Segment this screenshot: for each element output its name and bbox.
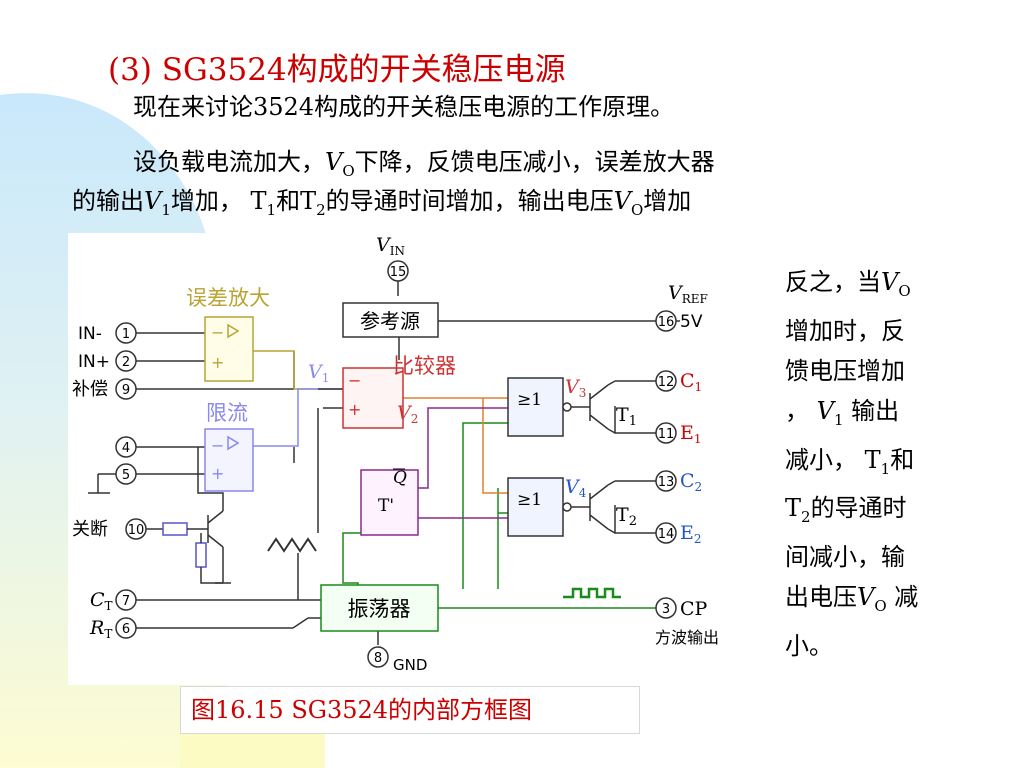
error-amp-label: 误差放大 (186, 286, 270, 310)
flipflop-q: Q (393, 468, 407, 488)
limit-amp-minus: − (211, 436, 224, 455)
pin-15: 15 (390, 265, 407, 280)
cp-description: 方波输出 (655, 628, 719, 647)
comparator-block: − + 比较器 (342, 354, 456, 429)
right-line-7: 间减小，输 (785, 543, 905, 572)
reference-source-block: 参考源 (342, 302, 439, 338)
cp-label: CP (680, 598, 708, 620)
e1-label: E1 (680, 422, 702, 446)
right-line-4: ， V1 输出 (785, 396, 900, 429)
e2-label: E2 (680, 522, 702, 546)
gnd-label: GND (393, 656, 427, 674)
right-line-5: 减小， T1和 (785, 445, 915, 478)
vref-value: 5V (680, 312, 703, 332)
flipflop-t: T' (378, 496, 394, 516)
t2-label: T2 (616, 504, 637, 529)
pin-16: 16 (658, 315, 675, 330)
pin-11: 11 (658, 427, 675, 442)
limit-label: 限流 (206, 401, 248, 425)
right-line-9: 小。 (785, 631, 833, 660)
pin-2: 2 (122, 355, 130, 370)
pin-9: 9 (122, 383, 130, 398)
pin-10: 10 (128, 523, 145, 538)
current-limit-block: − + 限流 (204, 401, 254, 492)
nor-gate-2: ≥1 (507, 477, 572, 537)
c1-label: C1 (680, 370, 702, 394)
right-line-3: 馈电压增加 (785, 356, 905, 385)
c2-label: C2 (680, 470, 702, 494)
error-amp-plus: + (211, 353, 224, 372)
pin-1: 1 (122, 327, 130, 342)
oscillator-output-wires (342, 422, 656, 609)
nor-gate-1: ≥1 (507, 377, 572, 437)
v3-label: V3 (565, 376, 586, 400)
analysis-paragraph-line1: 设负载电流加大，VO下降，反馈电压减小，误差放大器 (133, 148, 715, 180)
error-amplifier-block: − + 误差放大 (186, 286, 270, 382)
rt-label: RT (89, 617, 112, 641)
comparator-output-wires (403, 397, 508, 494)
limit-amp-plus: + (211, 464, 224, 483)
right-line-1: 反之，当VO (785, 268, 911, 300)
slide-title: (3) SG3524构成的开关稳压电源 (108, 52, 566, 88)
pin-numbers: 15 16 1 2 9 4 5 10 7 6 8 12 11 13 14 3 (122, 265, 674, 666)
in-plus-label: IN+ (78, 352, 110, 372)
pin-6: 6 (122, 622, 130, 637)
t1-label: T1 (616, 404, 637, 429)
right-line-2: 增加时，反 (785, 316, 905, 345)
comparator-plus: + (348, 400, 361, 419)
right-line-8: 出电压VO 减 (785, 583, 919, 615)
oscillator-wires (136, 537, 379, 645)
ct-label: CT (90, 589, 113, 613)
v1-label: V1 (308, 361, 329, 385)
pin-8: 8 (374, 651, 382, 666)
flipflop-block: Q T' (360, 468, 419, 536)
v4-label: V4 (565, 476, 587, 500)
v2-label: V2 (397, 402, 418, 426)
right-line-6: T2的导通时 (785, 494, 907, 527)
vref-label: VREF (668, 282, 708, 306)
nor-gate-2-label: ≥1 (517, 490, 542, 510)
error-amp-minus: − (211, 323, 224, 342)
nor-gate-1-label: ≥1 (517, 390, 542, 410)
reference-source-label: 参考源 (360, 309, 420, 333)
pin-13: 13 (658, 475, 675, 490)
vin-label: VIN (376, 234, 405, 258)
pin-14: 14 (658, 527, 675, 542)
shutdown-label: 关断 (72, 519, 108, 540)
comparator-wires (317, 388, 343, 533)
figure-caption: 图16.15 SG3524的内部方框图 (180, 686, 640, 734)
flipflop-wires (418, 407, 508, 519)
pin-5: 5 (122, 468, 130, 483)
analysis-paragraph-line2: 的输出V1增加， T1和T2的导通时间增加，输出电压VO增加 (72, 187, 692, 219)
intro-paragraph: 现在来讨论3524构成的开关稳压电源的工作原理。 (133, 93, 675, 121)
comparator-minus: − (348, 371, 361, 390)
pin-4: 4 (122, 441, 130, 456)
right-explanation: 反之，当VO 增加时，反 馈电压增加 ， V1 输出 减小， T1和 T2的导通… (785, 262, 985, 666)
comparator-label: 比较器 (393, 354, 456, 378)
pin-12: 12 (658, 375, 675, 390)
sg3524-block-diagram: 参考源 − + 误差放大 − + 限流 − + 比较器 Q T' ≥1 ≥1 (68, 233, 763, 685)
compensation-label: 补偿 (72, 379, 108, 400)
oscillator-label: 振荡器 (348, 597, 411, 621)
in-minus-label: IN- (78, 324, 102, 344)
pin-circles (115, 260, 677, 668)
pin-3: 3 (662, 602, 670, 617)
transistor-t2-icon (571, 480, 616, 534)
pin-7: 7 (122, 594, 130, 609)
oscillator-block: 振荡器 (320, 584, 439, 632)
transistor-t1-icon (571, 380, 616, 434)
shutdown-wires (146, 447, 231, 584)
